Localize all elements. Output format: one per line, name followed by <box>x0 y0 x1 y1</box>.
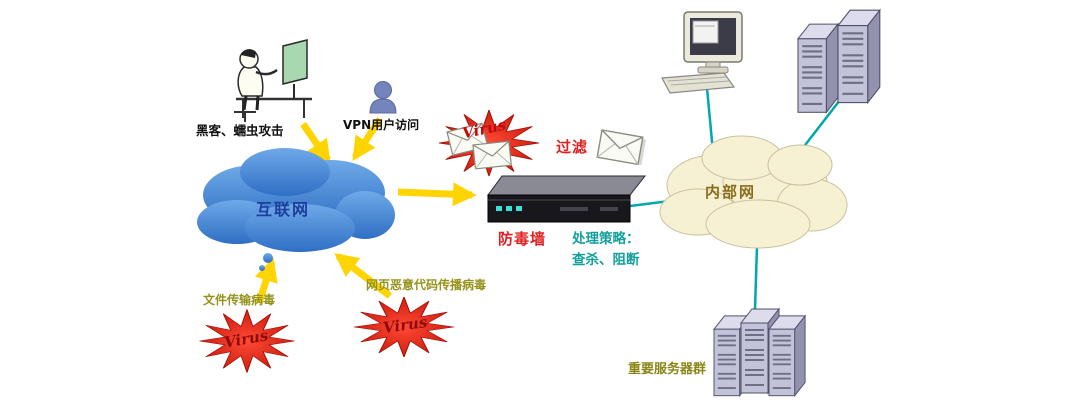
arrow-vpn-to-internet <box>352 117 383 161</box>
vpn-user-label: VPN用户访问 <box>343 118 420 132</box>
server-group-icon <box>713 308 807 397</box>
web-virus-label: 网页恶意代码传播病毒 <box>366 278 487 292</box>
firewall-device <box>487 175 647 223</box>
arrow-webvirus-to-internet <box>334 253 393 299</box>
arrow-hacker-to-internet <box>300 122 331 164</box>
server-group-label: 重要服务器群 <box>628 362 707 377</box>
desktop-computer-icon <box>661 11 743 94</box>
firewall-label: 防毒墙 <box>498 230 547 248</box>
link-intranet-to-desktop <box>705 87 715 153</box>
arrow-filevirus-to-internet <box>254 257 278 305</box>
server-tower-icons <box>796 9 881 114</box>
hacker-figure <box>234 39 312 122</box>
link-intranet-to-server-group <box>753 245 759 311</box>
intranet-label: 内部网 <box>705 183 757 201</box>
internet-cloud <box>197 148 395 271</box>
arrow-internet-to-firewall <box>397 182 477 207</box>
attack-arrows <box>254 117 477 305</box>
hacker-label: 黑客、蠕虫攻击 <box>196 123 284 138</box>
file-virus-label: 文件传输病毒 <box>203 293 276 307</box>
strategy-line2: 查杀、阻断 <box>572 251 640 268</box>
envelope-icon <box>472 140 512 170</box>
filtered-envelope-icon <box>596 129 646 166</box>
filter-label: 过滤 <box>556 138 589 156</box>
intranet-cloud <box>659 135 848 249</box>
vpn-user-icon <box>369 81 397 114</box>
hacker-monitor-icon <box>282 39 308 85</box>
internet-label: 互联网 <box>256 200 311 219</box>
strategy-line1: 处理策略： <box>572 231 640 247</box>
strategy-text: 处理策略： 查杀、阻断 <box>572 229 640 271</box>
